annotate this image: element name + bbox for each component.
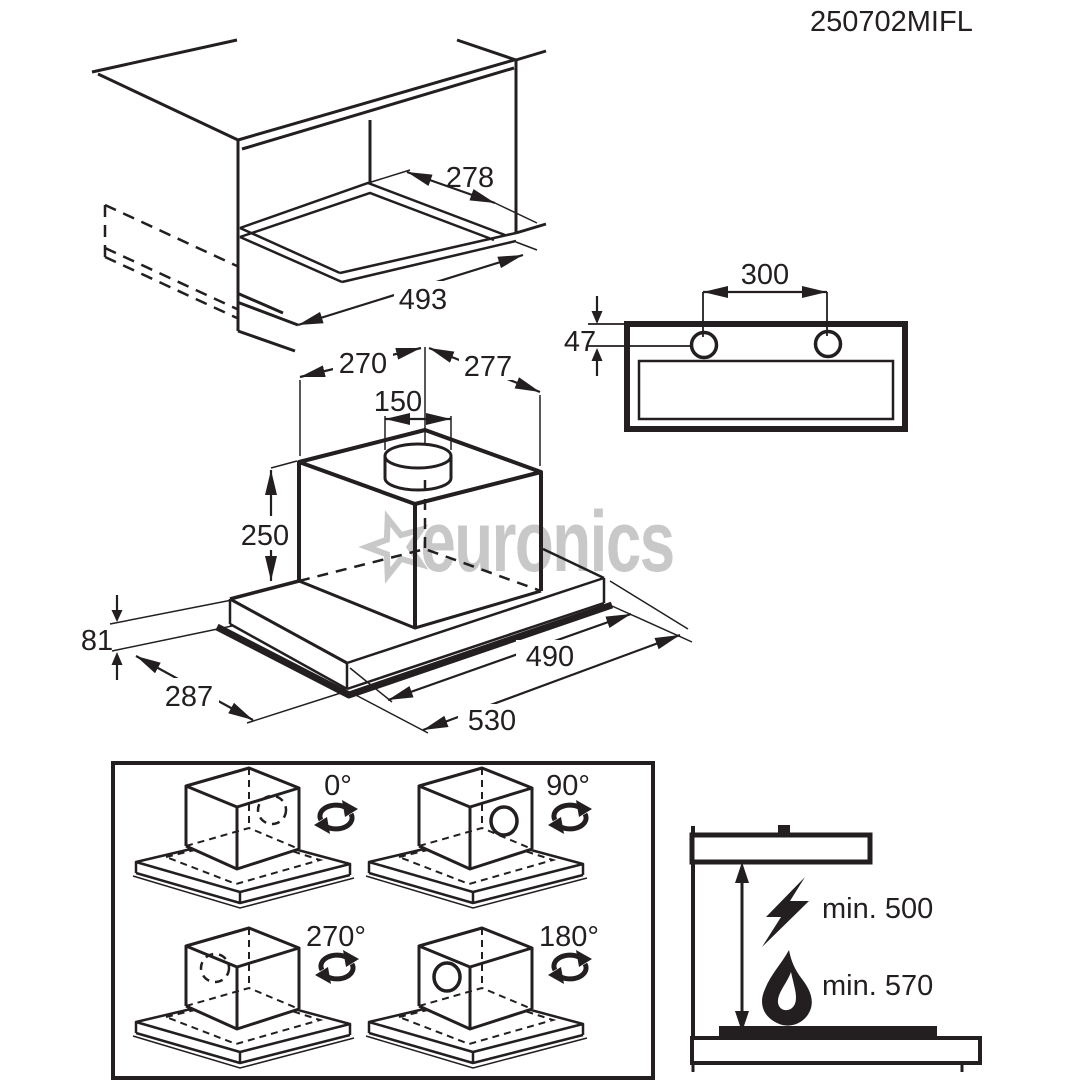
outlet-hole-dashed (199, 952, 231, 984)
hood-body (689, 832, 873, 865)
cooktop-surface (719, 1026, 937, 1038)
rotation-icon (315, 950, 359, 984)
hood-iso-view: 270 277 150 250 81 287 490 530 (81, 346, 693, 737)
rotation-options-panel: 0° 90° 270° 180° (111, 761, 655, 1080)
duct-outlet (383, 442, 453, 470)
dim-panel-depth: 287 (165, 681, 213, 713)
dim-body-height: 250 (241, 520, 289, 552)
rotation-option-180: 180° (364, 921, 599, 1070)
rotation-angle-label: 0° (324, 770, 352, 802)
watermark-text: euronics (420, 495, 673, 590)
rotation-angle-label: 270° (306, 921, 366, 953)
dim-hole-offset: 47 (564, 326, 596, 358)
model-code: 250702MIFL (810, 6, 973, 38)
rotation-option-270: 270° (131, 921, 366, 1070)
watermark: euronics (358, 495, 675, 590)
mounting-hole-left (689, 330, 719, 360)
rotation-icon (548, 950, 592, 984)
dim-depth-front: 277 (464, 351, 512, 383)
electric-clearance-label: min. 500 (822, 893, 933, 925)
rotation-icon (314, 800, 358, 834)
outlet-hole (432, 961, 462, 993)
cabinet-cutout-view: 278 493 (91, 38, 547, 353)
dim-cutout-depth: 278 (446, 162, 494, 194)
dim-hole-spacing: 300 (741, 259, 789, 291)
outlet-hole (489, 805, 519, 837)
gas-clearance-label: min. 570 (822, 970, 933, 1002)
rotation-angle-label: 180° (539, 921, 599, 953)
rotation-angle-label: 90° (546, 770, 590, 802)
dim-cutout-width: 493 (399, 284, 447, 316)
outlet-hole-dashed (256, 794, 288, 826)
hood-front-view: 300 47 (564, 259, 908, 432)
clearance-diagram: min. 500 min. 570 (689, 825, 982, 1072)
dim-panel-height: 81 (81, 625, 113, 657)
dim-depth-rear: 270 (339, 348, 387, 380)
dim-duct-diameter: 150 (374, 386, 422, 418)
mounting-hole-right (813, 329, 843, 359)
panel-frame (111, 761, 655, 1080)
dim-inner-width: 490 (526, 641, 574, 673)
flame-icon (762, 950, 812, 1026)
dim-panel-width: 530 (468, 705, 516, 737)
rotation-option-0: 0° (131, 766, 358, 910)
electric-bolt-icon (762, 877, 809, 947)
rotation-option-90: 90° (364, 766, 592, 910)
counter (690, 1036, 982, 1065)
rotation-icon (548, 800, 592, 834)
